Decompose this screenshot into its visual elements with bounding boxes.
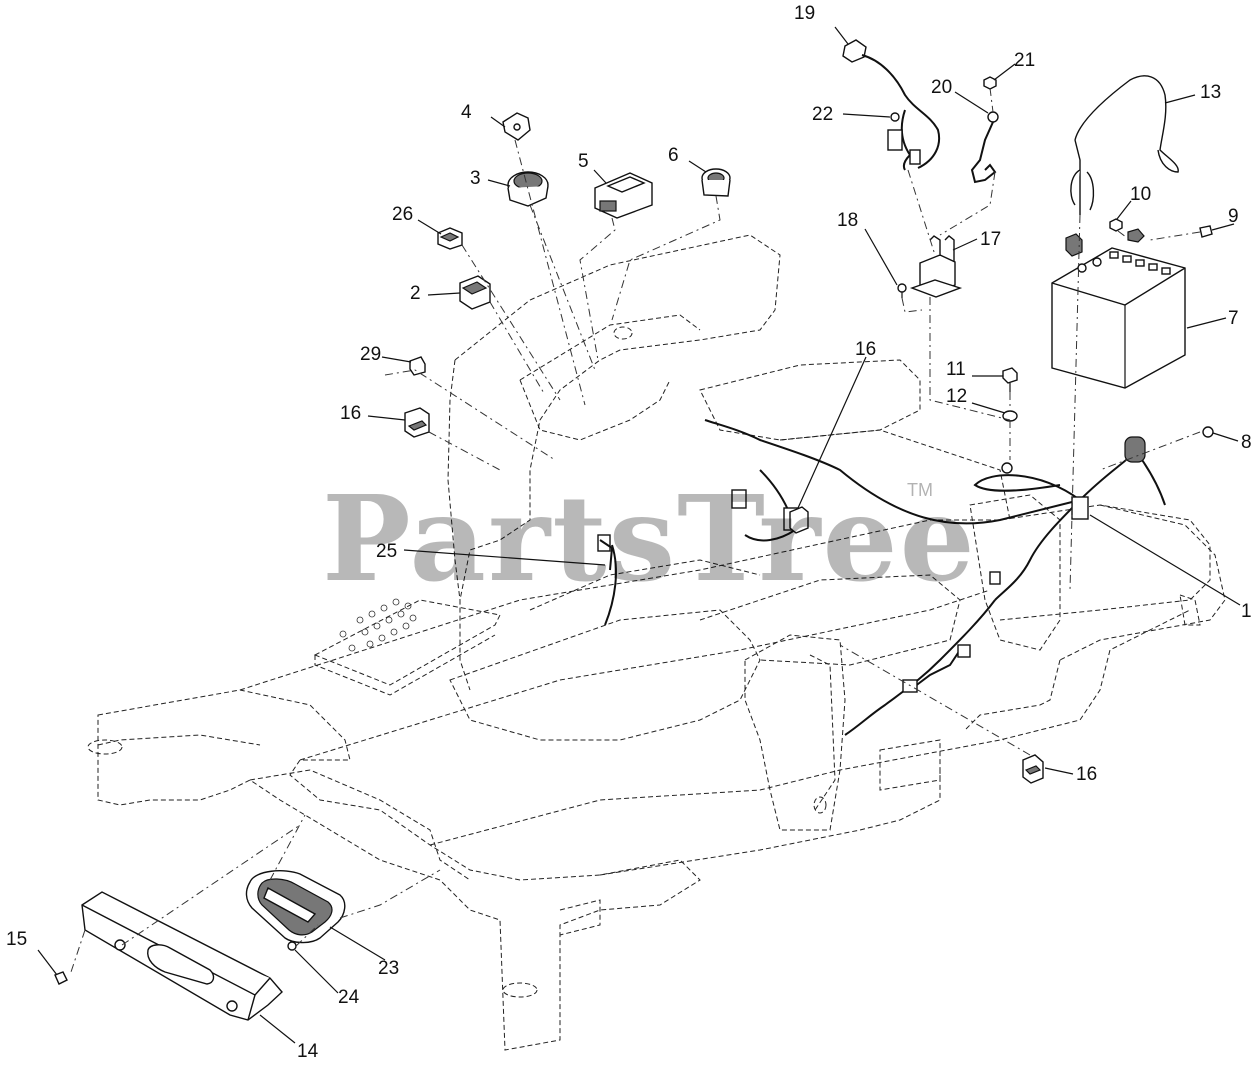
callout-14: 14 [297, 1041, 319, 1062]
watermark: PartsTree TM [322, 469, 977, 608]
part-16-relay-right [1022, 754, 1044, 784]
callout-24: 24 [338, 987, 360, 1008]
part-24-screw [287, 941, 297, 951]
callout-4: 4 [461, 102, 472, 123]
callout-2: 2 [410, 283, 421, 304]
part-13-battery-strap [1070, 75, 1179, 215]
part-10-nut [1109, 218, 1123, 232]
callout-10: 10 [1130, 184, 1151, 205]
callout-18: 18 [837, 210, 858, 231]
callout-7: 7 [1228, 308, 1239, 329]
callout-13: 13 [1200, 82, 1221, 103]
part-18-bolt [897, 283, 907, 298]
part-16-relay-left [404, 407, 430, 438]
callout-17: 17 [980, 229, 1001, 250]
callout-16-center: 16 [855, 339, 876, 360]
assembly-lines [69, 87, 1201, 976]
part-22-screw [890, 112, 900, 122]
callout-20: 20 [931, 77, 952, 98]
part-29-cap [409, 356, 426, 376]
part-8-screw [1202, 426, 1214, 438]
part-2-rocker-switch [459, 275, 491, 310]
part-26-switch [437, 227, 463, 250]
watermark-trademark: TM [907, 480, 933, 500]
callout-23: 23 [378, 958, 399, 979]
part-5-hour-meter [594, 172, 653, 219]
mower-frame [87, 234, 1226, 1051]
callout-26: 26 [392, 204, 413, 225]
callout-19: 19 [794, 3, 815, 24]
callout-8: 8 [1241, 432, 1252, 453]
footrest-holes [339, 598, 417, 652]
part-14-light-bezel [81, 891, 283, 1021]
callout-11: 11 [946, 359, 966, 380]
callout-16-right: 16 [1076, 764, 1097, 785]
part-9-bolt [1199, 225, 1213, 238]
part-7-battery [1051, 228, 1186, 389]
callout-12: 12 [946, 386, 967, 407]
callout-25: 25 [376, 541, 397, 562]
callout-6: 6 [668, 145, 679, 166]
callout-9: 9 [1228, 206, 1239, 227]
callout-15: 15 [6, 929, 27, 950]
part-20-cable [970, 111, 999, 184]
leader-lines [37, 26, 1241, 1044]
watermark-text: PartsTree [322, 469, 977, 608]
callout-22: 22 [812, 104, 833, 125]
part-17-solenoid [909, 235, 963, 298]
part-19-harness [842, 39, 940, 171]
callout-3: 3 [470, 168, 481, 189]
callout-1: 1 [1241, 601, 1252, 622]
callout-29: 29 [360, 344, 381, 365]
wire-harness [597, 419, 1166, 736]
part-3-ignition-switch [507, 171, 549, 207]
part-11-bolt [1002, 367, 1018, 392]
part-16-relay-center [789, 506, 809, 534]
part-23-work-light [245, 870, 346, 944]
callout-labels: 19 21 20 13 22 4 3 5 6 10 9 26 17 18 2 7… [6, 3, 1252, 1062]
part-4-key-gasket [502, 112, 531, 141]
callout-16-left: 16 [340, 403, 361, 424]
part-15-screw [54, 971, 68, 985]
part-21-nut [983, 76, 997, 90]
part-6-power-port [701, 168, 731, 197]
part-25-harness [599, 539, 614, 571]
callout-5: 5 [578, 151, 589, 172]
callout-21: 21 [1014, 50, 1035, 71]
